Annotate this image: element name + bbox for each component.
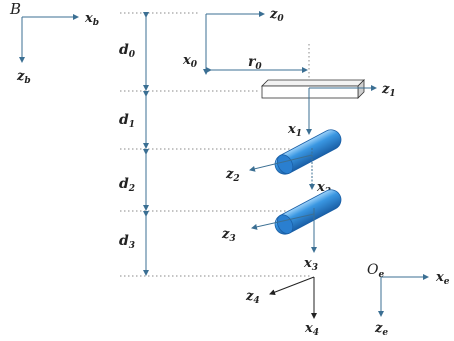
revolute-joint-3 <box>274 189 342 235</box>
frame4-z-label: z4 <box>245 289 260 306</box>
end-x-label: xe <box>435 270 450 287</box>
frame-4: z4 x4 <box>245 276 319 338</box>
dim-d0-label: d0 <box>119 42 136 60</box>
end-effector-frame: Oe xe ze <box>367 262 450 338</box>
dim-d2-label: d2 <box>119 176 135 194</box>
frame0-x-label: x0 <box>182 53 198 70</box>
frame1-x-label: x1 <box>287 122 302 139</box>
frame2-z-label: z2 <box>225 167 240 184</box>
frame-1: z1 x1 <box>287 82 396 139</box>
frame1-z-label: z1 <box>381 82 396 99</box>
base-z-label: zb <box>16 69 31 86</box>
level-guides <box>120 12 312 277</box>
frame0-z-label: z0 <box>269 7 284 24</box>
end-origin-label: Oe <box>367 262 384 280</box>
dim-r0-label: r0 <box>248 54 262 72</box>
end-z-label: ze <box>374 321 388 338</box>
frame-3: z3 x3 <box>221 208 318 273</box>
frame4-x-label: x4 <box>304 321 319 338</box>
base-origin-label: B <box>9 0 21 18</box>
prismatic-link <box>261 79 365 99</box>
frame-0: z0 x0 r0 <box>182 7 308 75</box>
revolute-joint-2 <box>274 129 342 175</box>
base-frame: B xb zb <box>9 0 99 86</box>
dim-d3-label: d3 <box>119 233 135 251</box>
frame3-z-label: z3 <box>221 227 236 244</box>
base-x-label: xb <box>84 11 99 28</box>
frame3-x-label: x3 <box>303 256 318 273</box>
dim-d1-label: d1 <box>119 112 135 130</box>
